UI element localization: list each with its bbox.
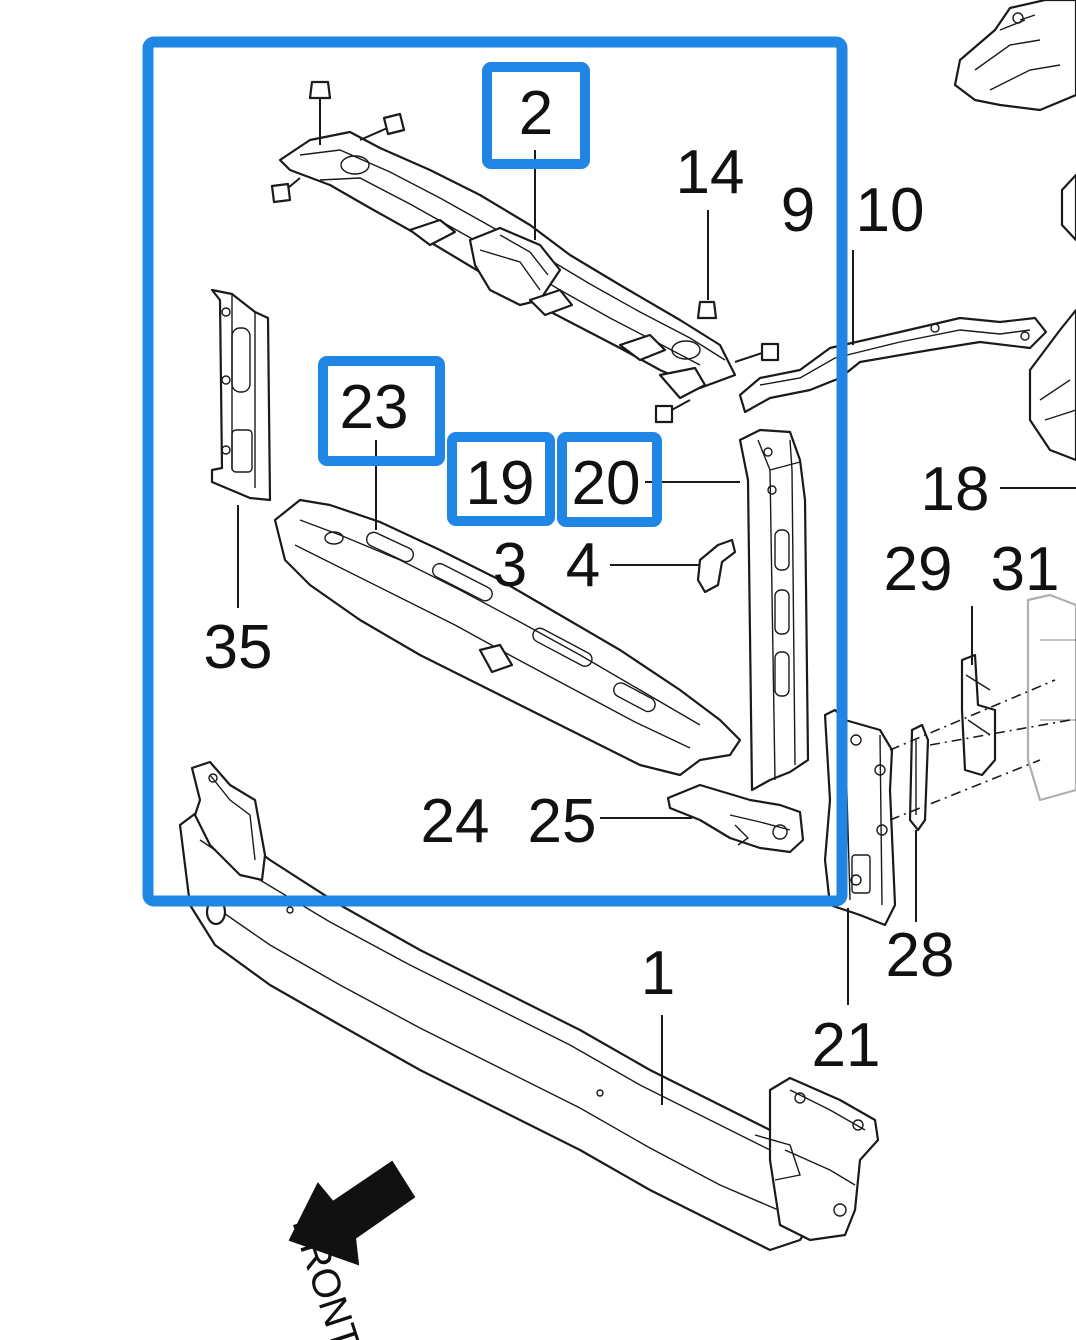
callout-labels: 2 14 9 10 23 19 20 18 3 4 29 31 35 24 25… (204, 79, 1060, 1340)
bolt-top-1 (308, 80, 332, 145)
part-35-left-bracket (210, 288, 272, 502)
bolt-right-2 (734, 342, 780, 363)
part-20-right-vertical (738, 428, 810, 792)
label-24: 24 (421, 787, 490, 856)
label-2: 2 (519, 79, 553, 148)
bolt-top-2 (359, 112, 406, 141)
corner-bracket-top-right (953, 0, 1076, 112)
highlight-overlays (142, 36, 848, 907)
bolt-right-1 (696, 300, 718, 320)
highlight-region-box (142, 36, 848, 907)
part-28-29-31-hardware (889, 593, 1076, 832)
label-28: 28 (886, 921, 955, 990)
front-direction-arrow (288, 1160, 416, 1266)
label-23: 23 (340, 373, 409, 442)
part-1-bumper-beam (178, 760, 880, 1252)
label-10: 10 (856, 176, 925, 245)
label-25: 25 (528, 787, 597, 856)
part-4-clip (696, 538, 737, 594)
label-4: 4 (566, 531, 600, 600)
highlight-box-23 (318, 356, 445, 466)
part-23-lower-tie-bar (273, 498, 742, 777)
highlight-box-19 (447, 432, 555, 526)
label-29: 29 (884, 535, 953, 604)
label-19: 19 (466, 449, 535, 518)
label-14: 14 (676, 138, 745, 207)
bolt-right-3 (654, 399, 691, 424)
label-31: 31 (991, 535, 1060, 604)
label-18: 18 (921, 455, 990, 524)
label-1: 1 (641, 939, 675, 1008)
part-25-bracket (666, 783, 805, 854)
side-bracket-right (1028, 173, 1076, 462)
label-35: 35 (204, 613, 273, 682)
highlight-box-20 (557, 432, 662, 527)
label-20: 20 (572, 449, 641, 518)
part-2-upper-support (270, 80, 780, 424)
part-21-side-panel (823, 708, 897, 927)
label-3: 3 (493, 531, 527, 600)
part-10-tie-bar (738, 316, 1048, 414)
highlight-box-2 (482, 62, 590, 169)
bolt-top-3 (270, 177, 301, 204)
label-9: 9 (781, 176, 815, 245)
label-21: 21 (812, 1011, 881, 1080)
